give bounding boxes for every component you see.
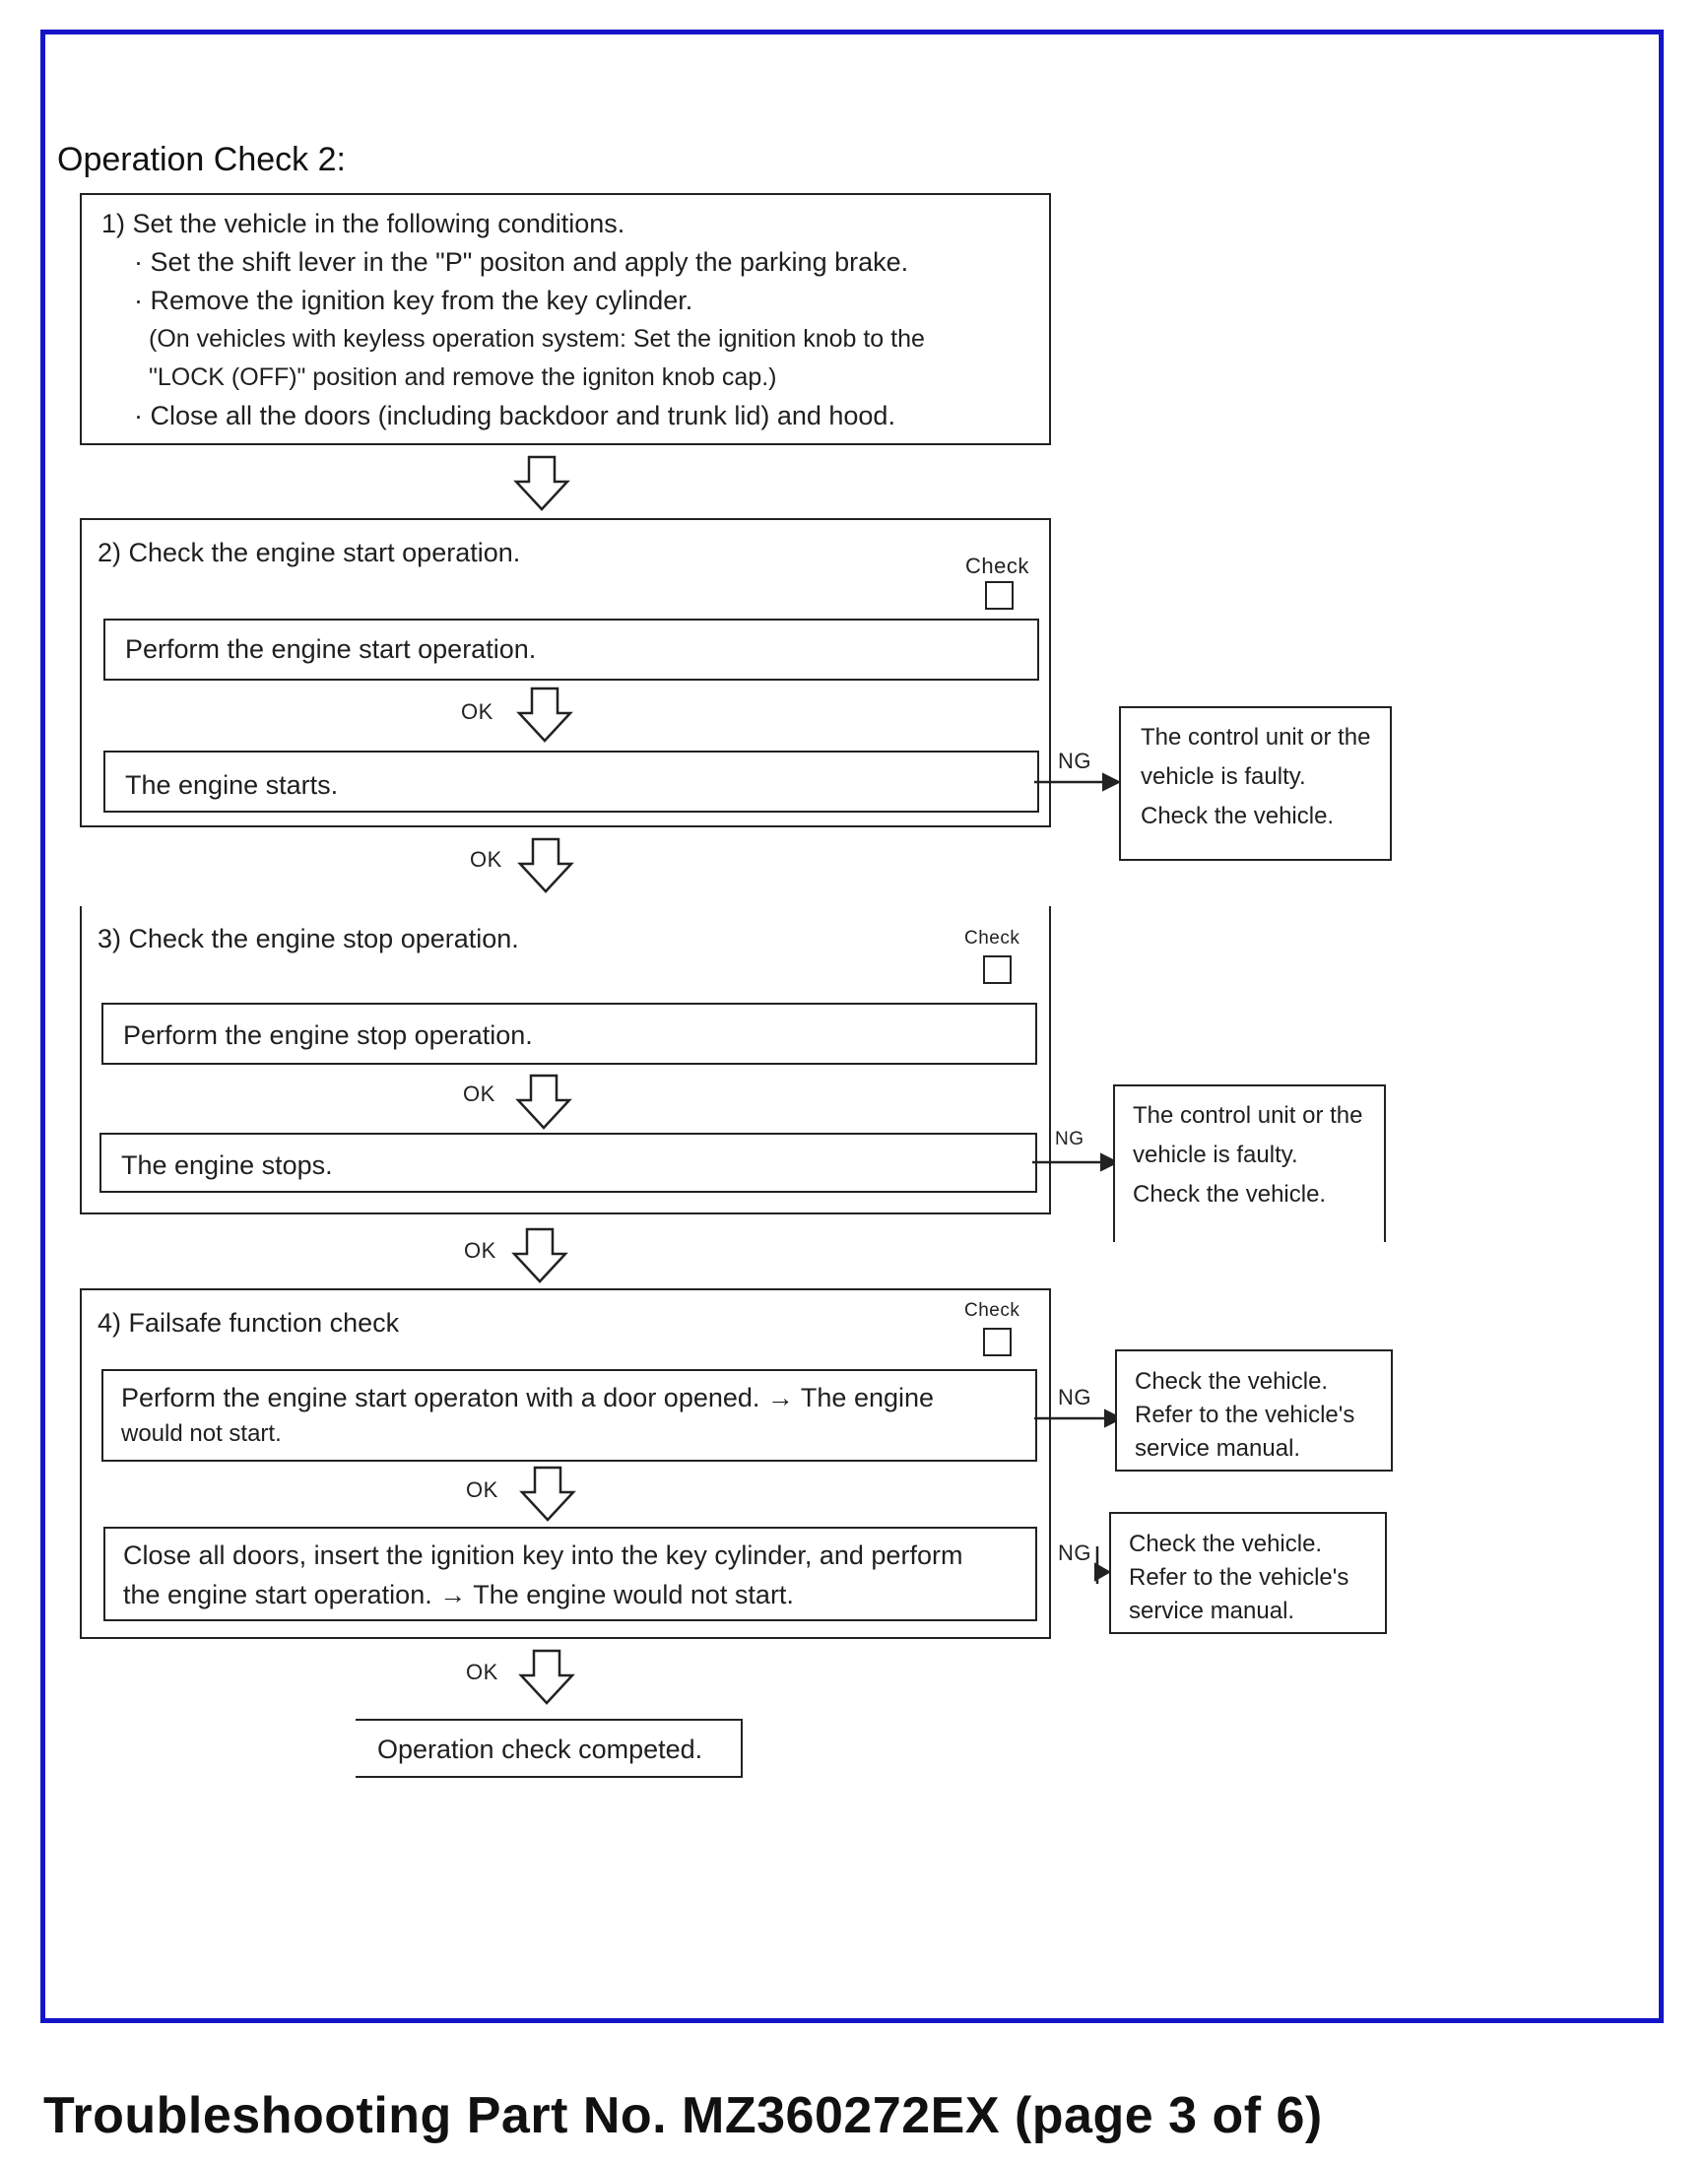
down-arrow-icon (513, 455, 570, 511)
step4-action2-line: the engine start operation. → The engine… (123, 1580, 794, 1609)
down-arrow-icon (511, 1227, 568, 1283)
ng-text: vehicle is faulty. (1133, 1142, 1298, 1168)
step4-action1-box: Perform the engine start operaton with a… (101, 1369, 1037, 1462)
ng-label: NG (1058, 749, 1091, 773)
ok-label: OK (466, 1477, 498, 1502)
step3-heading: 3) Check the engine stop operation. (98, 924, 519, 953)
step4-action1-line: Perform the engine start operaton with a… (121, 1383, 935, 1412)
step4-heading: 4) Failsafe function check (98, 1308, 400, 1338)
step4-ng-box2: Check the vehicle. Refer to the vehicle'… (1109, 1512, 1387, 1634)
ok-label: OK (470, 847, 502, 872)
step3-checkbox[interactable] (983, 955, 1012, 984)
step4-action2-line: Close all doors, insert the ignition key… (123, 1540, 963, 1570)
step1-line: · Close all the doors (including backdoo… (134, 401, 895, 430)
step4-box: 4) Failsafe function check Check Perform… (80, 1288, 1051, 1639)
ng-label: NG (1055, 1129, 1084, 1149)
ng-label: NG (1058, 1540, 1091, 1565)
step1-box: 1) Set the vehicle in the following cond… (80, 193, 1051, 445)
ok-label: OK (464, 1238, 496, 1263)
ng-text: Check the vehicle. (1141, 803, 1335, 829)
step3-action: Perform the engine stop operation. (123, 1020, 533, 1050)
down-arrow-icon (518, 1649, 575, 1705)
down-arrow-icon (515, 1074, 572, 1130)
step1-line: (On vehicles with keyless operation syst… (149, 325, 925, 353)
step2-result: The engine starts. (125, 770, 339, 800)
step4-action2-box: Close all doors, insert the ignition key… (103, 1527, 1037, 1621)
ng-text: The control unit or the (1133, 1102, 1363, 1129)
right-arrow-icon (1034, 1409, 1124, 1428)
ng-text: Check the vehicle. (1129, 1531, 1323, 1557)
step4-ng-box1: Check the vehicle. Refer to the vehicle'… (1115, 1349, 1393, 1472)
step3-result: The engine stops. (121, 1150, 333, 1180)
step2-action: Perform the engine start operation. (125, 634, 537, 664)
right-arrow-icon (1094, 1546, 1112, 1584)
check-label: Check (964, 1300, 1020, 1321)
completed-text: Operation check competed. (377, 1735, 703, 1764)
down-arrow-icon (516, 687, 573, 743)
ok-label: OK (463, 1081, 495, 1106)
ng-text: service manual. (1129, 1598, 1295, 1624)
ng-text: The control unit or the (1141, 724, 1371, 751)
step2-checkbox[interactable] (985, 581, 1014, 610)
step2-heading: 2) Check the engine start operation. (98, 538, 521, 567)
ng-text: Check the vehicle. (1133, 1181, 1327, 1208)
ng-text: vehicle is faulty. (1141, 763, 1306, 790)
ng-text: Refer to the vehicle's (1129, 1564, 1349, 1591)
ok-label: OK (461, 699, 493, 724)
step1-line: · Remove the ignition key from the key c… (134, 286, 693, 315)
step2-action-box: Perform the engine start operation. (103, 619, 1039, 681)
step3-action-box: Perform the engine stop operation. (101, 1003, 1037, 1065)
down-arrow-icon (519, 1466, 576, 1522)
right-arrow-icon (1034, 772, 1122, 792)
step2-ng-box: The control unit or the vehicle is fault… (1119, 706, 1392, 861)
check-label: Check (965, 554, 1029, 578)
step1-heading: 1) Set the vehicle in the following cond… (101, 209, 625, 238)
completed-box: Operation check competed. (356, 1719, 743, 1778)
step2-result-box: The engine starts. (103, 751, 1039, 813)
step2-box: 2) Check the engine start operation. Che… (80, 518, 1051, 827)
check-label: Check (964, 928, 1020, 949)
step3-ng-box: The control unit or the vehicle is fault… (1113, 1084, 1386, 1242)
ng-text: Refer to the vehicle's (1135, 1402, 1355, 1428)
ng-label: NG (1058, 1385, 1091, 1409)
page-title: Operation Check 2: (57, 141, 346, 178)
step3-result-box: The engine stops. (99, 1133, 1037, 1193)
step1-line: · Set the shift lever in the "P" positon… (134, 247, 909, 277)
ok-label: OK (466, 1660, 498, 1684)
ng-text: service manual. (1135, 1435, 1301, 1462)
right-arrow-icon (1032, 1152, 1120, 1172)
ng-text: Check the vehicle. (1135, 1368, 1329, 1395)
step1-line: "LOCK (OFF)" position and remove the ign… (149, 363, 777, 391)
footer-part-number: Troubleshooting Part No. MZ360272EX (pag… (43, 2087, 1323, 2144)
step4-action1-line: would not start. (121, 1420, 282, 1447)
down-arrow-icon (517, 837, 574, 893)
step3-box: 3) Check the engine stop operation. Chec… (80, 906, 1051, 1214)
step4-checkbox[interactable] (983, 1328, 1012, 1356)
page-frame (40, 30, 1664, 2023)
